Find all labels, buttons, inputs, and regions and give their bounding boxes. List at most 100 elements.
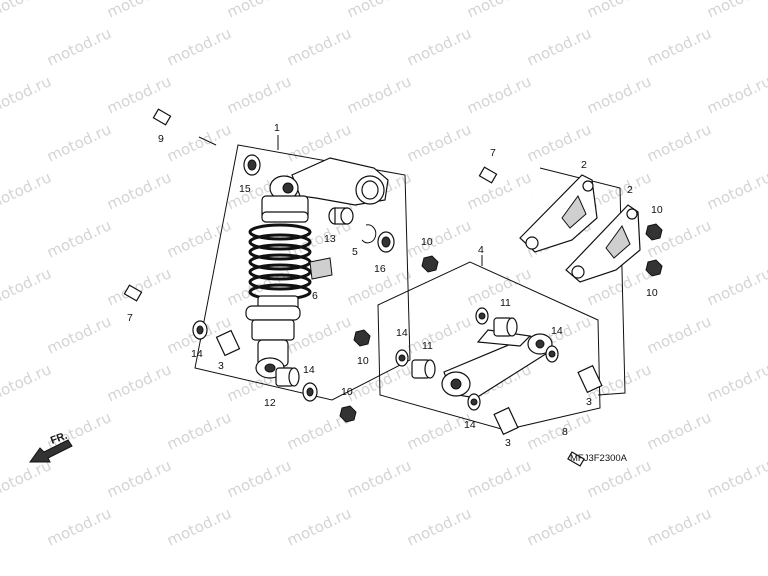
- circlip-5: [361, 224, 377, 244]
- label-sticker-6: [309, 257, 333, 280]
- callout-1: 1: [274, 122, 280, 134]
- callout-14-link-right: 14: [551, 325, 563, 337]
- callout-10-plate-bottom: 10: [646, 287, 658, 299]
- watermark-text: motod.ru: [0, 72, 54, 117]
- watermark-text: motod.ru: [644, 312, 714, 357]
- spring: [248, 223, 312, 301]
- watermark-text: motod.ru: [344, 72, 414, 117]
- callout-6: 6: [312, 290, 318, 302]
- callout-16: 16: [374, 263, 386, 275]
- bolt-8: [529, 431, 585, 467]
- watermark-text: motod.ru: [644, 120, 714, 165]
- bolt-9: [152, 108, 217, 146]
- watermark-text: motod.ru: [104, 360, 174, 405]
- nut-10-plate-top: [645, 223, 663, 241]
- callout-14-left: 14: [191, 348, 203, 360]
- washer-14-link-top: [475, 307, 489, 325]
- direction-label: FR.: [49, 430, 69, 447]
- washer-14-left: [192, 320, 208, 340]
- nut-10-plate-bottom: [645, 259, 663, 277]
- watermark-text: motod.ru: [44, 312, 114, 357]
- watermark-text: motod.ru: [104, 72, 174, 117]
- nut-10-shock: [339, 405, 357, 423]
- watermark-text: motod.ru: [764, 216, 768, 261]
- callout-10-plate-top: 10: [651, 204, 663, 216]
- watermark-text: motod.ru: [344, 0, 414, 22]
- watermark-text: motod.ru: [704, 264, 768, 309]
- shock-absorber-1: [245, 157, 389, 379]
- watermark-text: motod.ru: [44, 216, 114, 261]
- spring-coil: [248, 223, 312, 241]
- callout-14-shock: 14: [303, 364, 315, 376]
- watermark-text: motod.ru: [44, 120, 114, 165]
- watermark-text: motod.ru: [164, 504, 234, 549]
- watermark-text: motod.ru: [764, 24, 768, 69]
- watermark-text: motod.ru: [764, 504, 768, 549]
- callout-3-right: 3: [586, 396, 592, 408]
- watermark-text: motod.ru: [284, 24, 354, 69]
- nut-10-link: [353, 329, 371, 347]
- callout-10-top: 10: [421, 236, 433, 248]
- bolt-7-top: [478, 166, 533, 195]
- watermark-text: motod.ru: [0, 168, 54, 213]
- watermark-text: motod.ru: [584, 0, 654, 22]
- watermark-text: motod.ru: [284, 504, 354, 549]
- link-plate-2-front: [565, 204, 641, 283]
- bolt-7-left: [123, 284, 177, 317]
- callout-10-shock: 10: [341, 386, 353, 398]
- watermark-text: motod.ru: [104, 264, 174, 309]
- callout-14-link-left: 14: [396, 327, 408, 339]
- callout-3-left: 3: [218, 360, 224, 372]
- link-rod-4: [441, 329, 554, 399]
- bearing-11-top: [493, 317, 518, 337]
- watermark-text: motod.ru: [764, 120, 768, 165]
- callout-5: 5: [352, 246, 358, 258]
- callout-14-link-bottom: 14: [464, 419, 476, 431]
- watermark-text: motod.ru: [224, 456, 294, 501]
- callout-2-rear: 2: [581, 159, 587, 171]
- callout-15: 15: [239, 183, 251, 195]
- callout-11-left: 11: [422, 340, 433, 352]
- collar-3-right: [577, 364, 603, 394]
- bearing-12: [275, 367, 300, 387]
- watermark-text: motod.ru: [704, 0, 768, 22]
- watermark-text: motod.ru: [284, 120, 354, 165]
- watermark-text: motod.ru: [44, 504, 114, 549]
- watermark-text: motod.ru: [704, 168, 768, 213]
- watermark-text: motod.ru: [0, 0, 54, 22]
- watermark-text: motod.ru: [704, 72, 768, 117]
- link-plate-2-rear: [519, 174, 598, 253]
- spring-coil: [248, 263, 312, 281]
- watermark-text: motod.ru: [644, 24, 714, 69]
- watermark-text: motod.ru: [104, 456, 174, 501]
- watermark-text: motod.ru: [644, 504, 714, 549]
- callout-9: 9: [158, 133, 164, 145]
- diagram-code: MFJ3F2300A: [570, 453, 628, 464]
- callout-3-link: 3: [505, 437, 511, 449]
- watermark-text: motod.ru: [524, 24, 594, 69]
- watermark-text: motod.ru: [104, 0, 174, 22]
- watermark-text: motod.ru: [704, 456, 768, 501]
- washer-15: [243, 154, 261, 176]
- bushing-13: [328, 207, 354, 225]
- watermark-text: motod.ru: [0, 360, 54, 405]
- watermark-text: motod.ru: [584, 72, 654, 117]
- watermark-text: motod.ru: [764, 312, 768, 357]
- watermark-text: motod.ru: [524, 504, 594, 549]
- watermark-text: motod.ru: [164, 216, 234, 261]
- spring-coil: [248, 273, 312, 291]
- callout-4: 4: [478, 244, 484, 256]
- collar-3-link: [493, 406, 519, 436]
- washer-14-link-left: [395, 349, 409, 367]
- nut-10-top: [421, 255, 439, 273]
- callout-2-front: 2: [627, 184, 633, 196]
- watermark-text: motod.ru: [104, 168, 174, 213]
- callout-8: 8: [562, 426, 568, 438]
- watermark-text: motod.ru: [44, 24, 114, 69]
- callout-7-left: 7: [127, 312, 133, 324]
- callout-11-top: 11: [500, 297, 511, 309]
- callout-10-link: 10: [357, 355, 369, 367]
- watermark-text: motod.ru: [404, 504, 474, 549]
